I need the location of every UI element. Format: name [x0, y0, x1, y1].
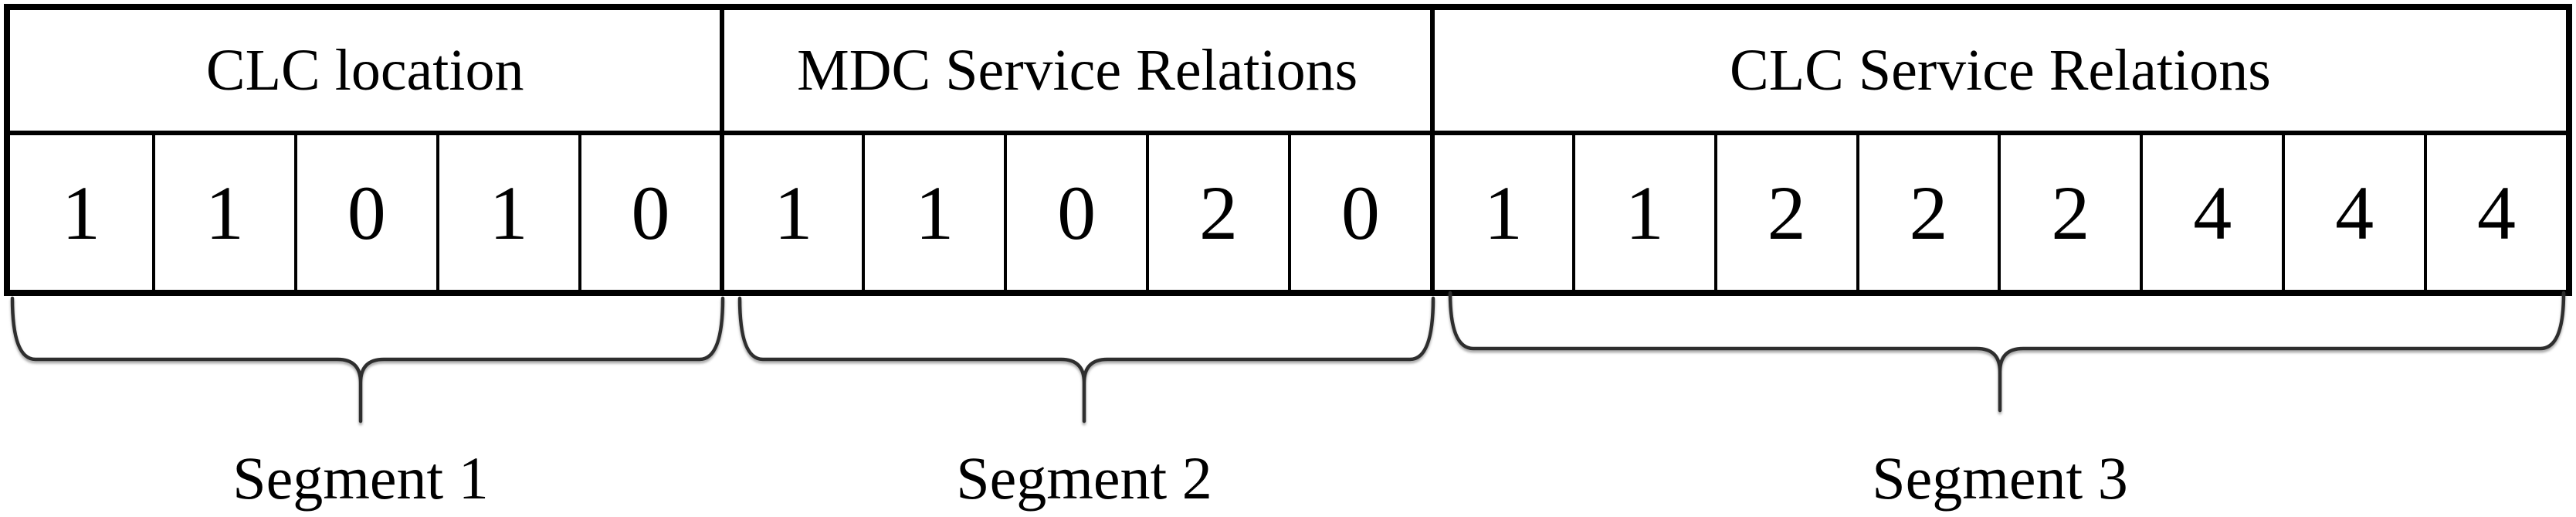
bit-cell: 2: [1856, 135, 1998, 290]
bit-cell: 4: [2140, 135, 2282, 290]
bit-cell: 1: [436, 135, 578, 290]
bit-cell: 4: [2424, 135, 2566, 290]
bit-cell: 2: [1998, 135, 2140, 290]
bit-cell: 1: [862, 135, 1004, 290]
bit-cell: 2: [1146, 135, 1288, 290]
bit-cell: 0: [578, 135, 720, 290]
bit-cell: 1: [1429, 135, 1572, 290]
bit-cell: 4: [2282, 135, 2424, 290]
bit-cell: 2: [1713, 135, 1856, 290]
field-table: CLC location MDC Service Relations CLC S…: [4, 4, 2572, 296]
bit-cell: 1: [61, 169, 100, 256]
header-cell-clc-service-relations: CLC Service Relations: [1429, 10, 2566, 135]
bit-cell: 1: [1571, 135, 1714, 290]
bit-cell: 0: [1287, 135, 1430, 290]
bit-cell: 1: [720, 135, 862, 290]
segment-1-label: Segment 1: [232, 444, 489, 512]
segment-3-label: Segment 3: [1872, 444, 2128, 512]
segment-2-label: Segment 2: [956, 444, 1212, 512]
header-cell-clc-location: CLC location: [10, 10, 720, 135]
segment-3-brace: [1448, 291, 2566, 413]
segment-1-brace: [10, 296, 725, 423]
bit-cell: 1: [151, 135, 294, 290]
bit-cell: 0: [293, 135, 436, 290]
bit-cell: 0: [1004, 135, 1146, 290]
header-cell-mdc-service-relations: MDC Service Relations: [720, 10, 1430, 135]
segment-2-brace: [737, 296, 1435, 423]
